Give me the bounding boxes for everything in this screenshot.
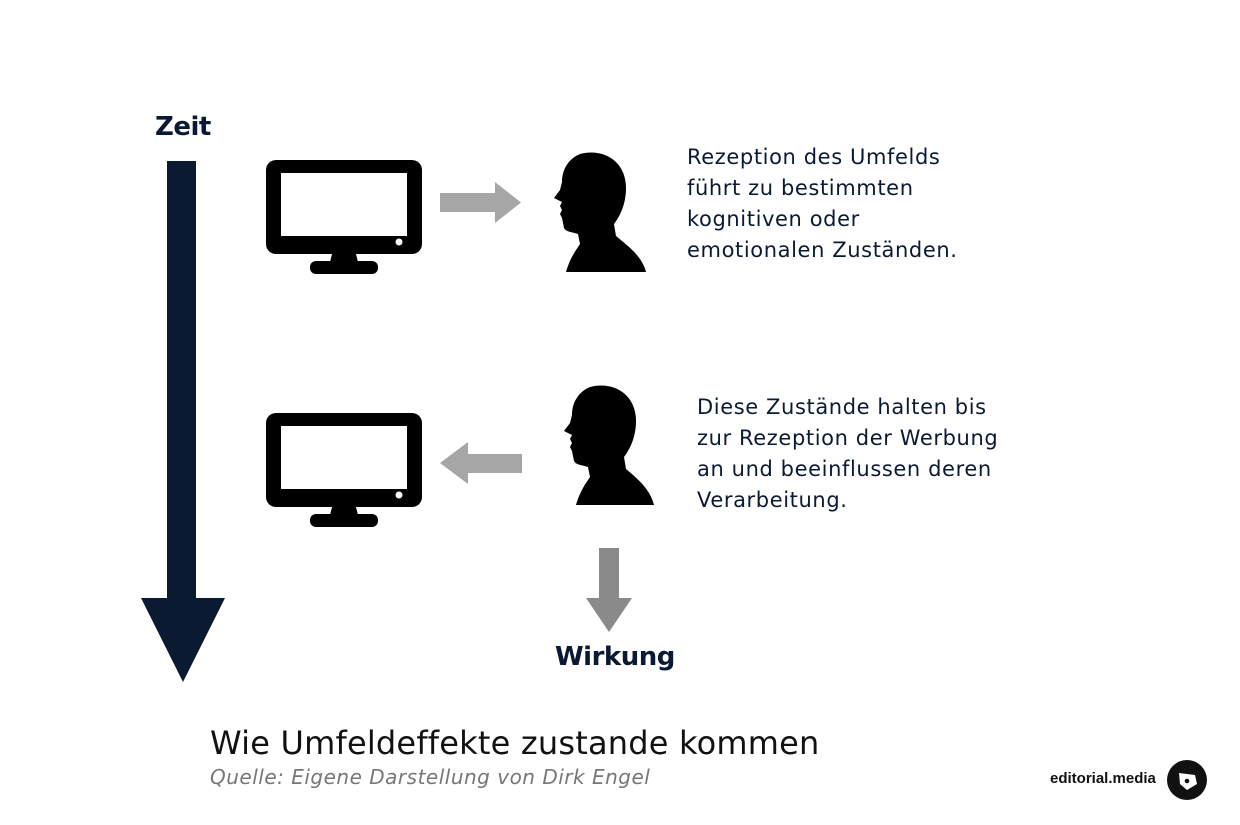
brand-logo-icon [1167,760,1207,800]
step2-description: Diese Zustände halten bis zur Rezeption … [697,395,999,512]
monitor-icon [266,413,422,527]
brand-name: editorial.media [1050,770,1156,787]
caption-source: Quelle: Eigene Darstellung von Dirk Enge… [210,765,651,789]
step1-description: Rezeption des Umfelds führt zu bestimmte… [687,145,958,262]
time-axis-label: Zeit [155,112,211,142]
person-head-icon [554,152,646,272]
monitor-icon [266,160,422,274]
effect-label: Wirkung [555,642,675,672]
arrow-down-icon [586,548,632,632]
caption-title: Wie Umfeldeffekte zustande kommen [210,724,820,762]
arrow-right-icon [440,182,521,223]
person-head-icon [564,385,654,505]
arrow-left-icon [440,442,522,484]
